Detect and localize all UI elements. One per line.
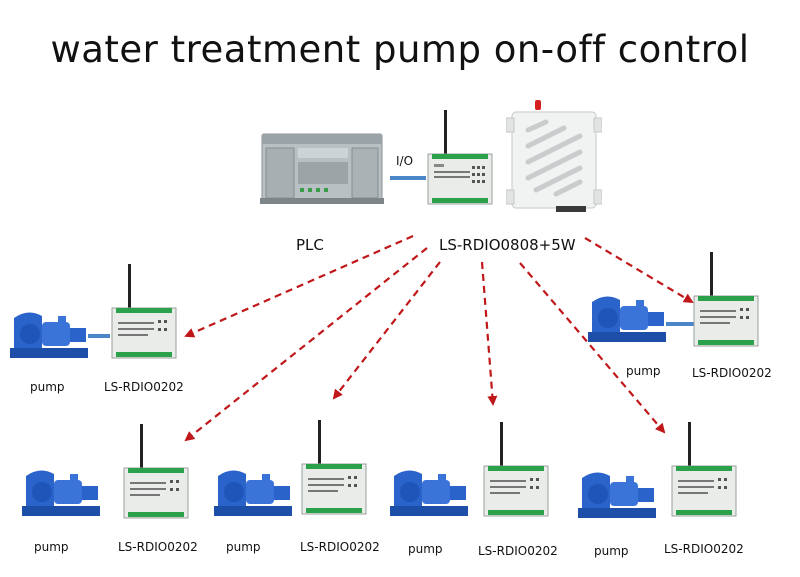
pump-label-4: pump — [226, 540, 261, 554]
link-arrow-4 — [480, 261, 498, 406]
pump-link-1 — [88, 334, 110, 338]
io-connection-line — [390, 176, 426, 180]
module-label-3: LS-RDIO0202 — [118, 540, 198, 554]
pump-label-2: pump — [626, 364, 661, 378]
link-arrow-5 — [519, 262, 666, 434]
module-label-4: LS-RDIO0202 — [300, 540, 380, 554]
io-label: I/O — [396, 154, 414, 168]
module-label-6: LS-RDIO0202 — [664, 542, 744, 556]
pump-1 — [8, 308, 90, 365]
io-module-6 — [668, 420, 740, 527]
io-module-4 — [298, 418, 370, 525]
controller-label: LS-RDIO0808+5W — [439, 236, 576, 254]
plc-label: PLC — [296, 236, 324, 254]
pump-3 — [20, 466, 102, 523]
io-module-1 — [108, 262, 180, 369]
pump-5 — [388, 466, 470, 523]
pump-4 — [212, 466, 294, 523]
io-module-2 — [690, 250, 762, 357]
io-module-3 — [120, 422, 192, 529]
plc-device — [260, 130, 386, 211]
pump-6 — [576, 468, 658, 525]
link-arrow-1 — [184, 234, 414, 338]
pump-label-6: pump — [594, 544, 629, 558]
io-module-5 — [480, 420, 552, 527]
pump-link-2 — [666, 322, 694, 326]
radio-unit — [505, 98, 603, 221]
diagram-title: water treatment pump on-off control — [50, 28, 750, 71]
link-arrow-2 — [184, 247, 428, 442]
pump-label-1: pump — [30, 380, 65, 394]
module-label-2: LS-RDIO0202 — [692, 366, 772, 380]
pump-label-3: pump — [34, 540, 69, 554]
module-label-1: LS-RDIO0202 — [104, 380, 184, 394]
master-controller-module — [424, 108, 496, 215]
link-arrow-3 — [332, 261, 441, 400]
pump-label-5: pump — [408, 542, 443, 556]
pump-2 — [586, 292, 668, 349]
module-label-5: LS-RDIO0202 — [478, 544, 558, 558]
link-arrow-6 — [584, 237, 694, 304]
